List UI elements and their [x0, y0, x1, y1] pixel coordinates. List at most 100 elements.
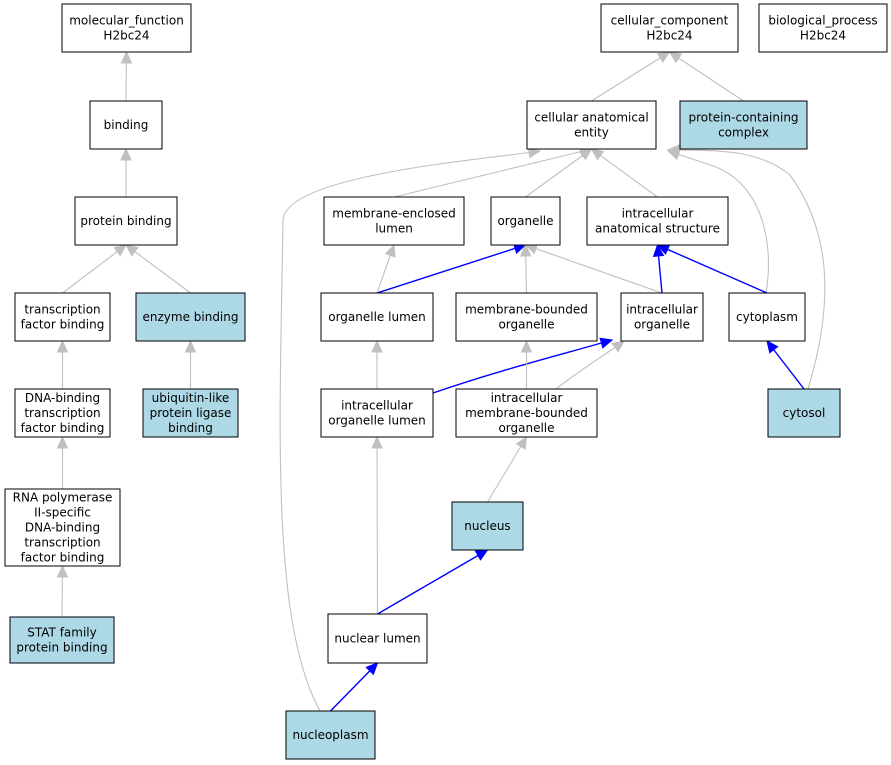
- node-box[interactable]: [526, 100, 657, 150]
- node-enz[interactable]: enzyme binding: [135, 292, 246, 342]
- node-box[interactable]: [320, 292, 434, 342]
- node-box[interactable]: [455, 388, 598, 438]
- node-binding[interactable]: binding: [89, 100, 163, 150]
- edge-cytosol-to-cyto: [766, 340, 805, 390]
- node-label-line: cytosol: [783, 406, 826, 420]
- node-label-line: membrane-bounded: [465, 406, 588, 420]
- edge-stat-to-rnap: [56, 564, 69, 618]
- edge-arrowhead: [515, 435, 528, 450]
- node-nl[interactable]: nuclear lumen: [327, 613, 428, 664]
- edge-arrowhead: [766, 340, 779, 354]
- edge-line: [376, 436, 379, 615]
- edge-cae-to-cc: [591, 51, 671, 102]
- node-box[interactable]: [14, 292, 111, 342]
- node-box[interactable]: [142, 388, 239, 438]
- node-box[interactable]: [490, 196, 561, 246]
- node-nucleus[interactable]: nucleus: [451, 501, 524, 551]
- node-box[interactable]: [9, 616, 115, 664]
- node-box[interactable]: [323, 196, 465, 246]
- edge-arrowhead: [520, 339, 533, 353]
- edge-arrowhead: [590, 148, 605, 161]
- node-box[interactable]: [728, 292, 806, 342]
- edge-arrowhead: [184, 339, 197, 353]
- node-cyto[interactable]: cytoplasm: [728, 292, 806, 342]
- edge-line: [525, 148, 592, 198]
- node-box[interactable]: [135, 292, 246, 342]
- edge-arrowhead: [113, 244, 127, 257]
- node-box[interactable]: [320, 388, 434, 438]
- node-box[interactable]: [758, 3, 888, 53]
- node-label-line: intracellular: [622, 207, 694, 221]
- edge-enz-to-pbind: [125, 244, 191, 294]
- edge-line: [432, 339, 613, 394]
- node-label-line: membrane-enclosed: [332, 207, 456, 221]
- node-label-line: entity: [574, 126, 609, 140]
- node-label-line: RNA polymerase: [13, 491, 113, 505]
- node-label-line: intracellular: [491, 391, 563, 405]
- node-label-line: cytoplasm: [736, 310, 798, 324]
- edge-arrowhead: [56, 339, 69, 353]
- edge-arrowhead: [578, 148, 593, 161]
- edge-nl-to-nucleus: [377, 549, 489, 615]
- node-box[interactable]: [679, 100, 808, 150]
- node-box[interactable]: [455, 292, 598, 342]
- node-label-line: DNA-binding: [25, 521, 100, 535]
- node-label-line: organelle: [498, 421, 554, 435]
- node-label-line: intracellular: [626, 303, 698, 317]
- node-label-line: nuclear lumen: [334, 632, 420, 646]
- edge-line: [657, 244, 768, 294]
- node-box[interactable]: [61, 3, 192, 53]
- edge-arrowhead: [668, 51, 683, 64]
- node-label-line: nucleoplasm: [292, 728, 368, 742]
- edge-line: [591, 51, 670, 102]
- node-label-line: cellular_component: [611, 14, 729, 28]
- node-box[interactable]: [285, 710, 376, 760]
- node-box[interactable]: [767, 388, 841, 438]
- node-label-line: enzyme binding: [142, 310, 238, 324]
- node-box[interactable]: [451, 501, 524, 551]
- node-label-line: H2bc24: [800, 29, 846, 43]
- node-pbind[interactable]: protein binding: [74, 196, 178, 246]
- edge-arrowhead: [519, 243, 532, 257]
- node-box[interactable]: [74, 196, 178, 246]
- edge-io-to-org: [524, 243, 663, 294]
- node-box[interactable]: [89, 100, 163, 150]
- edge-org-to-cae: [525, 148, 593, 198]
- edge-line: [487, 436, 527, 503]
- node-label-line: II-specific: [34, 506, 91, 520]
- node-box[interactable]: [4, 488, 121, 567]
- node-ol[interactable]: organelle lumen: [320, 292, 434, 342]
- edge-arrowhead: [120, 147, 132, 161]
- node-label-line: cellular anatomical: [534, 111, 648, 125]
- node-label-line: anatomical structure: [595, 222, 720, 236]
- node-box[interactable]: [327, 613, 428, 664]
- node-box[interactable]: [586, 196, 729, 246]
- node-np[interactable]: nucleoplasm: [285, 710, 376, 760]
- node-label-line: organelle: [497, 214, 553, 228]
- node-rnap[interactable]: RNA polymeraseII-specificDNA-bindingtran…: [4, 488, 121, 567]
- node-label-line: DNA-binding: [25, 391, 100, 405]
- node-org[interactable]: organelle: [490, 196, 561, 246]
- edge-iol-to-ol: [371, 339, 383, 389]
- node-box[interactable]: [600, 3, 739, 53]
- node-cytosol[interactable]: cytosol: [767, 388, 841, 438]
- node-box[interactable]: [14, 388, 111, 438]
- edge-line: [393, 148, 592, 198]
- node-box[interactable]: [620, 292, 704, 342]
- edge-line: [62, 244, 127, 294]
